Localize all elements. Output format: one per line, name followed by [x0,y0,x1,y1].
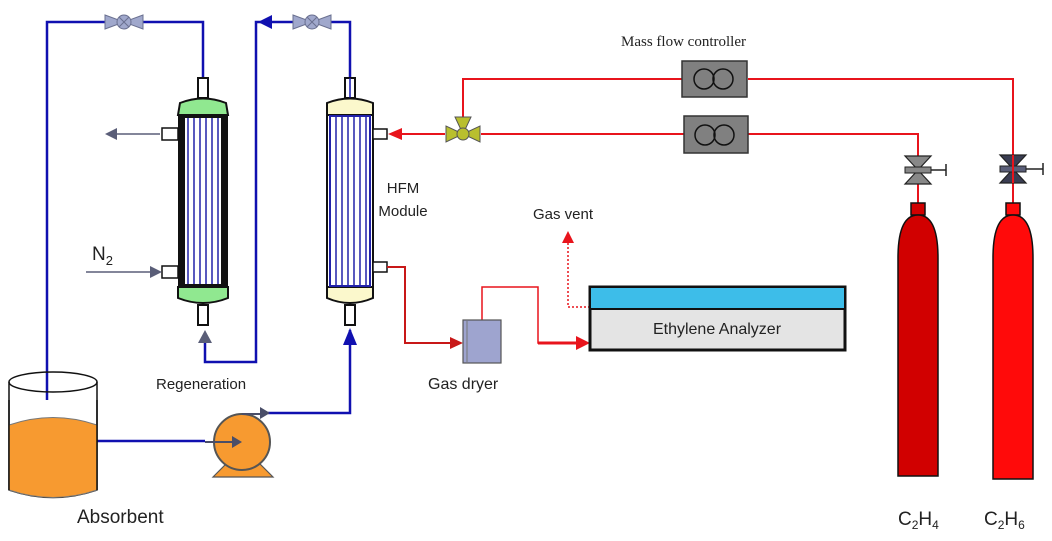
gas-vent-arrow [562,231,574,243]
cylinder-c2h4[interactable] [897,202,939,477]
analyzer-inlet-arrow [576,336,590,350]
c2h4-label: C2H4 [898,509,939,532]
absorbent-tank[interactable] [8,371,98,499]
mass-flow-controller-label: Mass flow controller [621,34,746,50]
gas-dryer-label: Gas dryer [428,376,499,393]
hfm-inlet-arrow [343,328,357,345]
c2h4-cylinder-valve[interactable] [903,155,947,185]
valve-2[interactable] [292,14,332,30]
n2-label: N2 [92,244,113,268]
dryer-inlet-arrow [450,337,463,349]
mfc1-to-c2h6-line [748,78,1014,210]
hfm-to-dryer-line [387,266,455,344]
mfc-2[interactable] [683,115,749,154]
absorbent-label: Absorbent [77,507,164,528]
n2-label-sub: 2 [106,253,113,268]
n2-label-base: N [92,244,106,265]
mfc-1[interactable] [681,60,748,98]
c2h6-cylinder-valve[interactable] [998,154,1044,184]
gas-vent-line [567,240,590,308]
hfm-feed-arrow [388,128,402,140]
ethylene-analyzer-label: Ethylene Analyzer [653,321,782,338]
gas-dryer[interactable] [462,319,502,364]
regen-inlet-arrow [198,330,212,343]
three-way-valve[interactable] [445,116,481,143]
hfm-module[interactable] [326,77,388,326]
gas-vent-label: Gas vent [533,206,594,223]
hfm-outlet-line [203,20,352,364]
regeneration-module[interactable] [161,77,230,326]
regeneration-label: Regeneration [156,376,246,393]
valve-1[interactable] [104,14,144,30]
n2-inlet-arrow [150,266,162,278]
cylinder-c2h6[interactable] [992,202,1034,480]
ethylene-analyzer[interactable]: Ethylene Analyzer [588,285,847,352]
mfc2-to-c2h4-line [748,133,919,210]
flow-arrow-top [258,15,272,29]
c2h6-label: C2H6 [984,509,1025,532]
hfm-label-line2: Module [378,203,427,220]
pump-to-hfm-line [268,330,352,415]
mfc1-line [462,78,682,122]
pump[interactable] [205,407,275,478]
hfm-label-line1: HFM [387,180,420,197]
regen-gas-out-arrow [105,128,117,140]
